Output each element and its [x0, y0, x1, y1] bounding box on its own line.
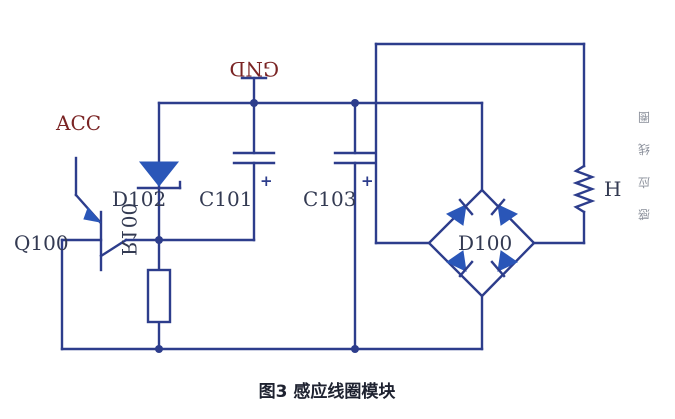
bridge-diode-bar	[458, 260, 474, 278]
c101-capacitor	[232, 151, 276, 165]
q100-label: Q100	[14, 231, 69, 255]
d102-diode-icon	[138, 161, 180, 187]
c103-capacitor	[333, 151, 377, 165]
side-text-char: 感	[638, 207, 650, 222]
side-text-char: 应	[638, 175, 650, 190]
junction-dot	[155, 345, 163, 353]
junctions	[155, 99, 359, 353]
figure-caption: 图3 感应线圈模块	[259, 381, 397, 402]
bridge-diode-bar	[490, 198, 506, 216]
bridge-diode-icon	[446, 204, 467, 226]
c103-label: C103	[303, 187, 356, 211]
h-label: H	[604, 177, 621, 201]
gnd-label: GND	[229, 57, 279, 81]
c101-polarity-mark: +	[260, 172, 273, 190]
junction-dot	[351, 99, 359, 107]
bridge-diode-bar	[458, 198, 474, 216]
bridge-outline	[427, 188, 536, 298]
c101-label: C101	[199, 187, 252, 211]
h-coil-inductor	[572, 164, 596, 214]
side-text-char: 线	[638, 142, 650, 156]
bridge-diode-icon	[446, 250, 467, 272]
transistor-arrow-icon	[83, 207, 102, 223]
acc-label: ACC	[55, 111, 101, 135]
r100-resistor	[146, 268, 172, 324]
d100-label: D100	[458, 231, 512, 255]
transistor-collector	[99, 238, 128, 258]
d102-label: D102	[112, 187, 166, 211]
wires	[60, 42, 586, 351]
d102-diode	[136, 161, 182, 190]
bridge-diode-icon	[497, 204, 518, 226]
bridge-diode-icon	[497, 250, 518, 272]
junction-dot	[351, 345, 359, 353]
c103-polarity-mark: +	[361, 172, 374, 190]
r100-label: R100	[117, 203, 141, 256]
d100-bridge-rectifier	[427, 188, 536, 298]
junction-dot	[250, 99, 258, 107]
side-text-char: 圈	[638, 110, 650, 124]
junction-dot	[155, 236, 163, 244]
bridge-diode-bar	[490, 260, 506, 278]
